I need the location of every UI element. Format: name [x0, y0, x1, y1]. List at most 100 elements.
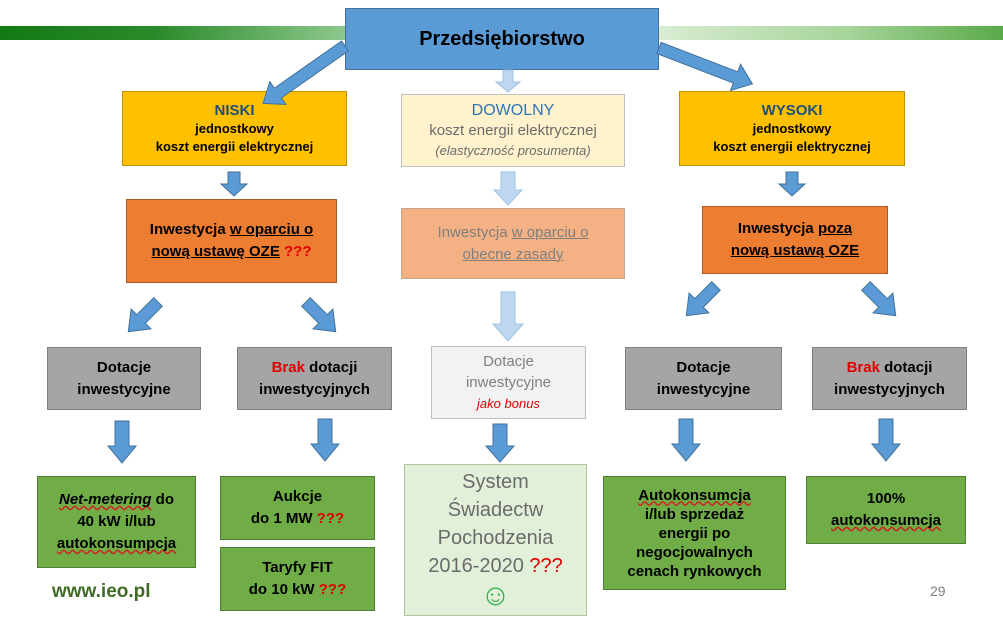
full-self-consumption-line1: 100% — [866, 490, 906, 507]
fit-tariffs-line2: do 10 kW ??? — [249, 579, 347, 601]
any-cost-line1: koszt energii elektrycznej — [429, 121, 597, 139]
certificates-line4: 2016-2020 ??? — [428, 552, 563, 580]
arrow-left-inv-to-no-subsidies — [301, 297, 337, 333]
self-consumption-line1: Autokonsumcja — [638, 486, 751, 504]
left-no-subsidies-line2: inwestycyjnych — [259, 380, 370, 398]
right-no-subsidies-line1: Brak dotacji — [847, 357, 933, 379]
smiley-icon: ☺ — [480, 579, 511, 612]
net-metering-line3: autokonsumpcja — [56, 535, 177, 552]
low-cost-box: NISKI jednostkowy koszt energii elektryc… — [122, 91, 347, 166]
middle-subsidies-line2: inwestycyjne — [465, 374, 552, 391]
arrow-middle-inv-to-subsidies — [491, 291, 525, 342]
page-number: 29 — [930, 583, 946, 599]
right-investment-box: Inwestycja poza nową ustawą OZE — [702, 206, 888, 274]
self-consumption-line3: energii po — [658, 524, 731, 542]
arrow-no-subsidies-to-full-self-consumption — [870, 418, 902, 462]
self-consumption-line4: negocjowalnych — [636, 543, 753, 561]
right-investment-underlined-2: nową ustawą OZE — [730, 242, 860, 259]
right-investment-line2: nową ustawą OZE — [731, 240, 859, 262]
left-no-subsidies-line1: Brak dotacji — [272, 357, 358, 379]
arrow-high-to-investment — [777, 171, 807, 197]
low-cost-title: NISKI — [214, 101, 255, 119]
left-investment-line1: Inwestycja w oparciu o — [150, 219, 313, 241]
auctions-limit: do 1 MW — [250, 510, 313, 527]
any-cost-box: DOWOLNY koszt energii elektrycznej (elas… — [401, 94, 625, 167]
right-subsidies-box: Dotacje inwestycyjne — [625, 347, 782, 410]
arrow-subsidies-to-net-metering — [106, 420, 138, 464]
left-subsidies-line1: Dotacje — [96, 358, 152, 376]
full-self-consumption-line2: autokonsumcja — [830, 512, 942, 529]
self-consumption-sale-box: Autokonsumcja i/lub sprzedaż energii po … — [603, 476, 786, 590]
arrow-company-to-high — [656, 41, 754, 92]
fit-tariffs-line1: Taryfy FIT — [262, 559, 333, 576]
right-investment-line1: Inwestycja poza — [738, 218, 852, 240]
high-cost-line2: koszt energii elektrycznej — [713, 138, 871, 154]
fit-tariffs-box: Taryfy FIT do 10 kW ??? — [220, 547, 375, 611]
right-investment-prefix: Inwestycja — [737, 220, 818, 237]
middle-subsidies-line1: Dotacje — [483, 353, 534, 370]
auctions-box: Aukcje do 1 MW ??? — [220, 476, 375, 540]
left-no-rest: dotacji — [304, 358, 358, 376]
net-metering-term: Net-metering — [58, 491, 152, 508]
net-metering-line2: 40 kW i/lub — [77, 513, 156, 530]
certificates-question: ??? — [523, 555, 563, 577]
certificates-line2: Świadectw — [447, 499, 544, 521]
auctions-line2: do 1 MW ??? — [251, 508, 344, 530]
website-label[interactable]: www.ieo.pl — [52, 581, 151, 602]
right-no-subsidies-box: Brak dotacji inwestycyjnych — [812, 347, 967, 410]
net-metering-line1: Net-metering do — [59, 489, 174, 511]
auctions-line1: Aukcje — [272, 488, 323, 505]
middle-investment-underlined-1: w oparciu o — [511, 223, 589, 241]
middle-subsidies-box: Dotacje inwestycyjne jako bonus — [431, 346, 586, 419]
right-investment-underlined-1: poza — [817, 220, 853, 237]
arrow-company-to-any — [494, 69, 522, 93]
arrow-right-inv-to-subsidies — [685, 281, 721, 317]
company-box: Przedsiębiorstwo — [345, 8, 659, 70]
self-consumption-line5: cenach rynkowych — [627, 562, 762, 580]
high-cost-line1: jednostkowy — [752, 120, 832, 136]
low-cost-line2: koszt energii elektrycznej — [155, 138, 314, 154]
middle-investment-line2: obecne zasady — [463, 244, 564, 266]
arrow-middle-subsidies-to-certificates — [484, 423, 516, 463]
left-investment-box: Inwestycja w oparciu o nową ustawę OZE ?… — [126, 199, 337, 283]
right-subsidies-line1: Dotacje — [676, 358, 731, 376]
arrow-any-to-investment — [492, 171, 524, 206]
left-header-stripe — [0, 26, 345, 40]
left-subsidies-line2: inwestycyjne — [77, 380, 171, 398]
left-investment-underlined-2: nową ustawę OZE — [151, 243, 280, 260]
arrow-no-subsidies-to-auctions — [309, 418, 341, 462]
net-metering-box: Net-metering do 40 kW i/lub autokonsumpc… — [37, 476, 196, 568]
right-no-word: Brak — [846, 358, 880, 376]
left-no-subsidies-box: Brak dotacji inwestycyjnych — [237, 347, 392, 410]
left-no-word: Brak — [271, 358, 305, 376]
company-label: Przedsiębiorstwo — [419, 27, 585, 50]
arrow-company-to-low — [262, 40, 350, 106]
any-cost-line2: (elastyczność prosumenta) — [435, 142, 591, 158]
right-header-stripe — [659, 26, 1003, 40]
middle-investment-prefix: Inwestycja — [437, 223, 512, 241]
middle-investment-box: Inwestycja w oparciu o obecne zasady — [401, 208, 625, 279]
auctions-question: ??? — [312, 510, 345, 527]
arrow-right-inv-to-no-subsidies — [861, 281, 897, 317]
left-investment-underlined-1: w oparciu o — [229, 221, 314, 238]
right-subsidies-line2: inwestycyjne — [656, 380, 751, 398]
high-cost-box: WYSOKI jednostkowy koszt energii elektry… — [679, 91, 905, 166]
certificates-line3: Pochodzenia — [437, 527, 554, 549]
middle-investment-underlined-2: obecne zasady — [462, 245, 564, 263]
high-cost-title: WYSOKI — [761, 101, 823, 119]
right-no-subsidies-line2: inwestycyjnych — [834, 380, 945, 398]
low-cost-line1: jednostkowy — [195, 120, 274, 136]
certificates-years: 2016-2020 — [428, 555, 524, 577]
right-no-rest: dotacji — [879, 358, 933, 376]
self-consumption-line2: i/lub sprzedaż — [644, 505, 745, 523]
certificates-box: System Świadectw Pochodzenia 2016-2020 ?… — [404, 464, 587, 616]
middle-investment-line1: Inwestycja w oparciu o — [438, 222, 589, 244]
middle-subsidies-bonus: jako bonus — [477, 396, 540, 411]
any-cost-title: DOWOLNY — [471, 101, 555, 119]
fit-tariffs-question: ??? — [314, 581, 347, 598]
left-investment-question: ??? — [279, 243, 312, 260]
left-investment-prefix: Inwestycja — [149, 221, 230, 238]
left-investment-line2: nową ustawę OZE ??? — [151, 241, 311, 263]
fit-tariffs-limit: do 10 kW — [248, 581, 315, 598]
net-metering-rest: do — [151, 491, 174, 508]
